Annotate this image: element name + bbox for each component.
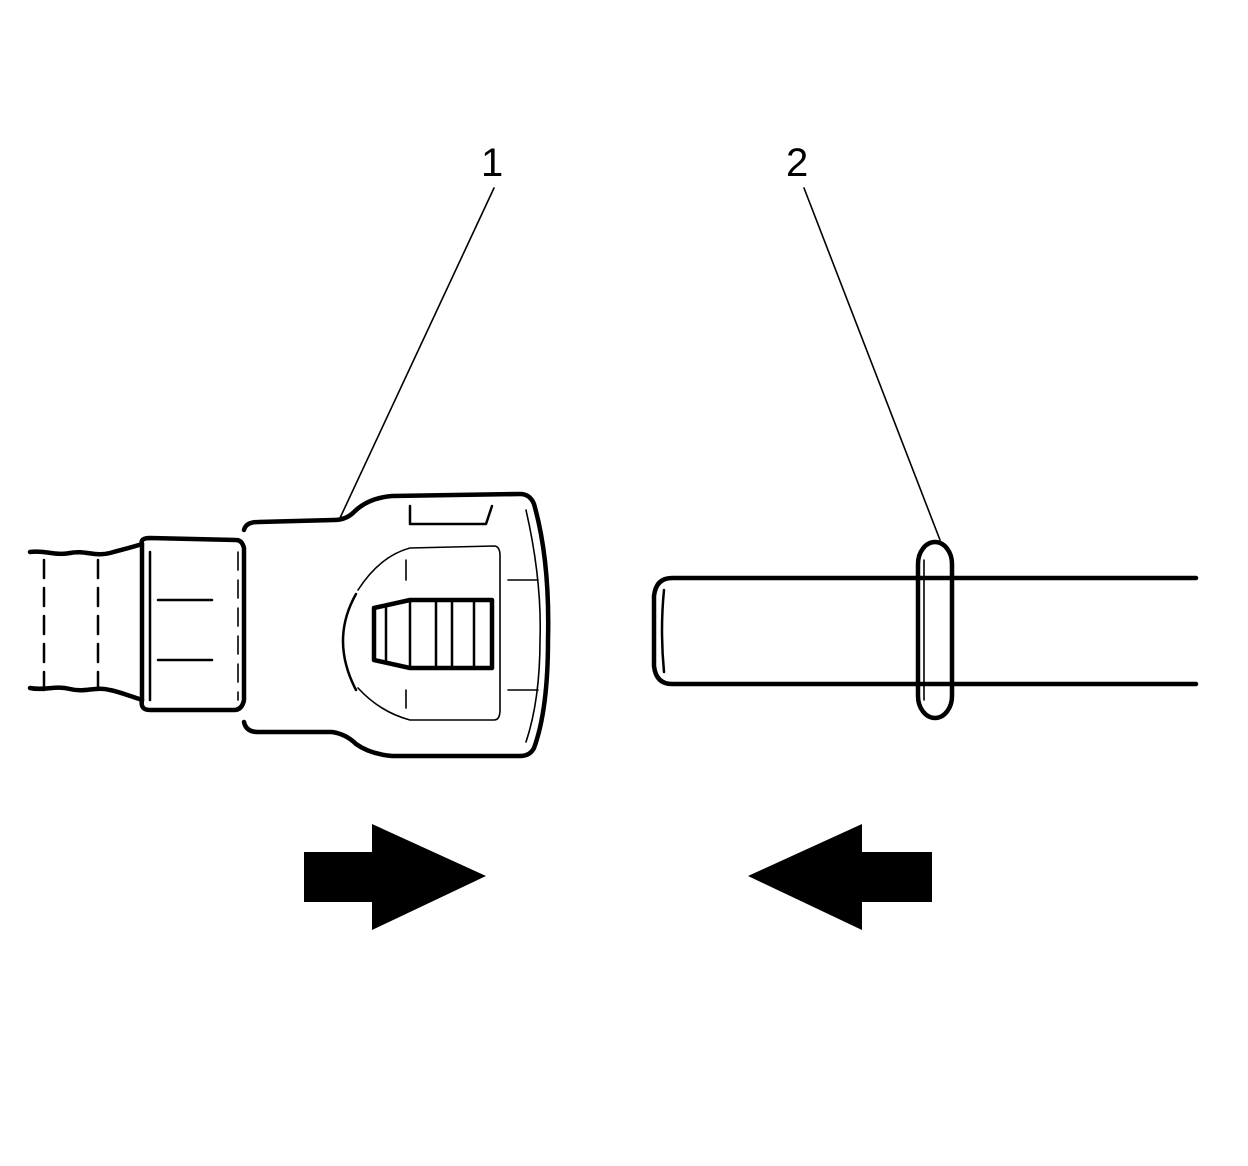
callout-leader-2 xyxy=(803,187,941,541)
o-ring xyxy=(915,539,955,721)
push-right-arrow xyxy=(304,824,486,930)
callout-leader-1 xyxy=(339,187,495,519)
push-left-arrow xyxy=(748,824,932,930)
hose xyxy=(27,541,145,703)
callout-label-1: 1 xyxy=(481,141,503,185)
callout-label-2: 2 xyxy=(786,141,808,185)
quick-connect-fitting: 1 xyxy=(27,141,551,759)
fuel-pipe: 2 xyxy=(651,141,1199,721)
collar xyxy=(139,535,247,713)
connector-body xyxy=(241,491,551,759)
